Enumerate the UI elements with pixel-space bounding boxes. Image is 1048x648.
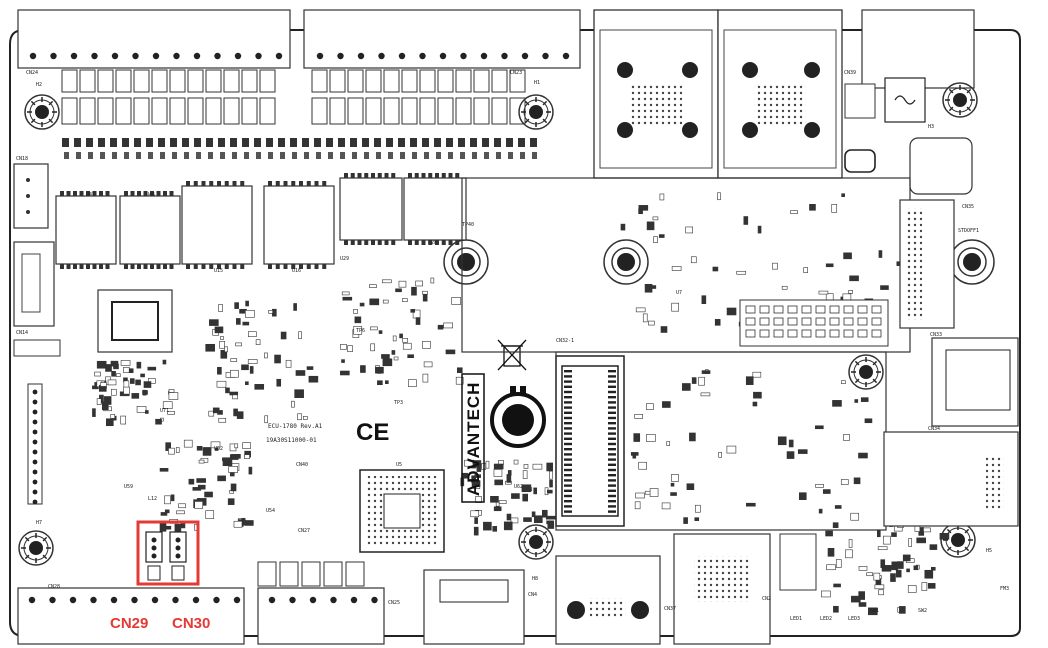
terminal-block-cn24 [17, 9, 291, 69]
silk-l12: L12 [148, 496, 157, 502]
silk-led3: LED3 [848, 616, 860, 622]
silk-led2: LED2 [820, 616, 832, 622]
terminal-block-cn23 [303, 9, 581, 69]
label-cn29: CN29 [110, 615, 148, 632]
silk-u59: U59 [124, 484, 133, 490]
silk-h7: H7 [36, 520, 42, 526]
silk-sw1: SW1 [870, 608, 879, 614]
mounting-hole-icon [24, 94, 60, 130]
silk-h1: H1 [534, 80, 540, 86]
silk-cn18: CN18 [16, 156, 28, 162]
power-connector-cn39 [861, 9, 975, 89]
silk-u47: U47 [86, 192, 95, 198]
silk-u28: U28 [428, 240, 437, 246]
ce-mark-icon: CE [356, 419, 389, 446]
mounting-hole-icon [940, 522, 976, 558]
silk-cn37: CN37 [664, 606, 676, 612]
terminal-pins-bottom [28, 561, 378, 604]
silk-stdoff1: STDOFF1 [958, 228, 979, 234]
silk-u15: U15 [214, 268, 223, 274]
silk-cn33: CN33 [930, 332, 942, 338]
mounting-hole-icon [518, 524, 554, 560]
silk-cn32: CN32-1 [556, 338, 574, 344]
silk-tp6: TP6 [356, 328, 365, 334]
terminal-block-cn25 [257, 587, 385, 645]
label-cn30: CN30 [172, 615, 210, 632]
board-outline [9, 29, 1021, 637]
silk-cn27: CN27 [298, 528, 310, 534]
silk-cn4: CN4 [528, 592, 537, 598]
silk-cn23: CN23 [510, 70, 522, 76]
connector-cn18 [13, 163, 49, 229]
silk-cn25: CN25 [388, 600, 400, 606]
silk-cn40: CN40 [296, 462, 308, 468]
silk-h8: H8 [532, 576, 538, 582]
silk-cn14: CN14 [16, 330, 28, 336]
silk-fm3: FM3 [1000, 586, 1009, 592]
svg-text:ADVANTECH: ADVANTECH [464, 382, 483, 496]
silk-u54: U54 [266, 508, 275, 514]
isolation-modules [55, 173, 467, 269]
silk-tp3: TP3 [394, 400, 403, 406]
mounting-hole-icon [18, 530, 54, 566]
silk-sw2: SW2 [918, 608, 927, 614]
highlight-box [136, 520, 200, 586]
terminal-pins-top [29, 52, 570, 60]
silk-u71: U71 [160, 408, 169, 414]
mounting-hole-icon [518, 94, 554, 130]
silk-h2: H2 [36, 82, 42, 88]
silk-led1: LED1 [790, 616, 802, 622]
silk-cn35: CN35 [962, 204, 974, 210]
silk-cn28: CN28 [48, 584, 60, 590]
mounting-hole-icon [942, 82, 978, 118]
silk-cn34: CN34 [928, 426, 940, 432]
silk-u5: U5 [396, 462, 402, 468]
weee-bin-icon [497, 339, 527, 371]
silk-tp40: TP40 [462, 222, 474, 228]
silk-u46: U46 [146, 192, 155, 198]
silk-cn24: CN24 [26, 70, 38, 76]
silk-cn2: CN2 [762, 596, 771, 602]
minipcie-slot [555, 355, 625, 527]
sim-slot-cn33 [931, 337, 1019, 427]
silk-h5: H5 [986, 548, 992, 554]
silk-u62: U62 [514, 484, 523, 490]
silk-h3: H3 [928, 124, 934, 130]
part-number: 19A30S11000-01 [266, 437, 317, 444]
silk-u29: U29 [340, 256, 349, 262]
terminal-block-cn28 [17, 587, 245, 645]
serial-connector-cn14 [13, 241, 55, 327]
model-label: ECU-1780 Rev.A1 [268, 423, 323, 430]
silk-u7: U7 [676, 290, 682, 296]
advantech-logo: ADVANTECH [461, 373, 485, 503]
silk-u16: U16 [292, 268, 301, 274]
top-component-row [61, 69, 537, 159]
mounting-hole-icon [848, 354, 884, 390]
silk-u52: U52 [214, 446, 223, 452]
hdmi-port-cn4 [423, 569, 525, 645]
silk-cn39: CN39 [844, 70, 856, 76]
